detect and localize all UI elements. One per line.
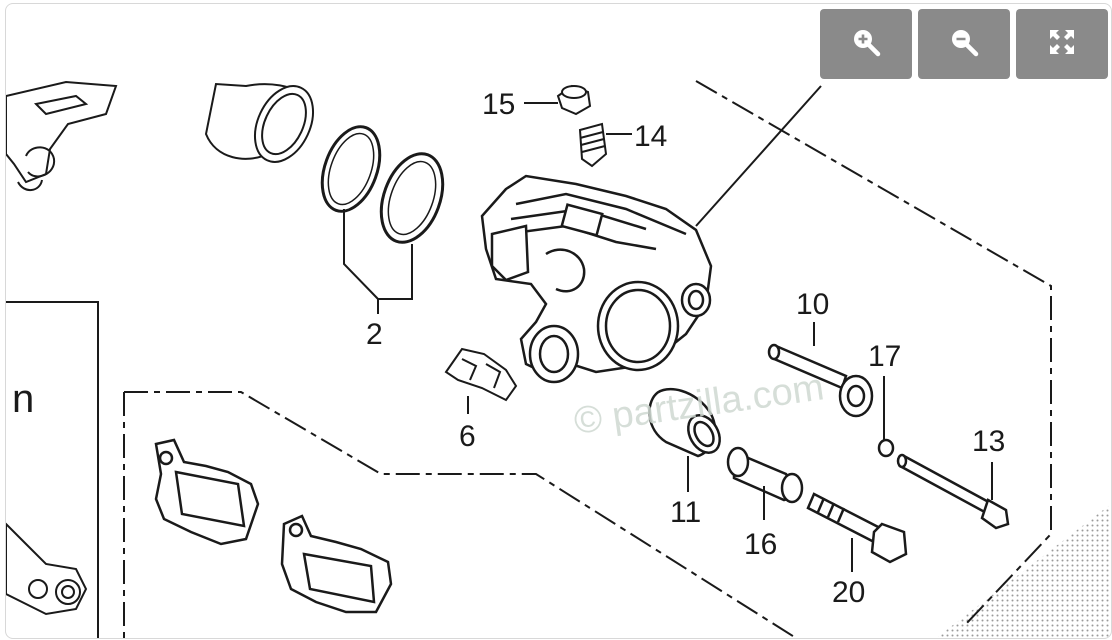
zoom-out-icon xyxy=(949,27,979,62)
dashed-group-outline xyxy=(123,80,1052,638)
side-letter: n xyxy=(12,377,34,421)
image-viewer: n xyxy=(5,3,1112,639)
piston-part xyxy=(204,82,315,163)
caliper-body xyxy=(480,174,713,384)
pad-spring-part xyxy=(444,347,518,402)
caliper-bracket-part xyxy=(6,80,118,191)
callout-16[interactable]: 16 xyxy=(744,528,777,561)
fullscreen-button[interactable] xyxy=(1016,9,1108,79)
bolt-part xyxy=(806,492,908,564)
bleeder-valve-part xyxy=(578,122,608,168)
viewer-toolbar xyxy=(820,9,1108,79)
fullscreen-icon xyxy=(1047,27,1077,62)
callout-20[interactable]: 20 xyxy=(832,576,865,609)
leader-lines xyxy=(343,85,993,572)
brake-pad-part xyxy=(154,438,260,546)
sleeve-part xyxy=(726,446,804,504)
pad-pin-part xyxy=(896,453,1010,530)
callout-14[interactable]: 14 xyxy=(634,120,667,153)
washer-part xyxy=(877,438,895,458)
callout-2[interactable]: 2 xyxy=(366,318,383,351)
guide-pin-part xyxy=(767,343,874,418)
side-panel-box xyxy=(6,301,99,638)
callout-10[interactable]: 10 xyxy=(796,288,829,321)
callout-13[interactable]: 13 xyxy=(972,425,1005,458)
callout-17[interactable]: 17 xyxy=(868,340,901,373)
stipple-area xyxy=(936,504,1111,638)
bracket-lower-part xyxy=(6,522,88,616)
callout-11[interactable]: 11 xyxy=(670,496,701,529)
zoom-in-button[interactable] xyxy=(820,9,912,79)
zoom-out-button[interactable] xyxy=(918,9,1010,79)
callout-15[interactable]: 15 xyxy=(482,88,515,121)
piston-seals xyxy=(320,125,445,244)
callout-6[interactable]: 6 xyxy=(459,420,476,453)
boot-part xyxy=(648,387,721,458)
bleeder-cap-part xyxy=(556,84,592,116)
zoom-in-icon xyxy=(851,27,881,62)
brake-pad-part-2 xyxy=(280,514,393,614)
parts-diagram[interactable]: n xyxy=(6,4,1111,638)
